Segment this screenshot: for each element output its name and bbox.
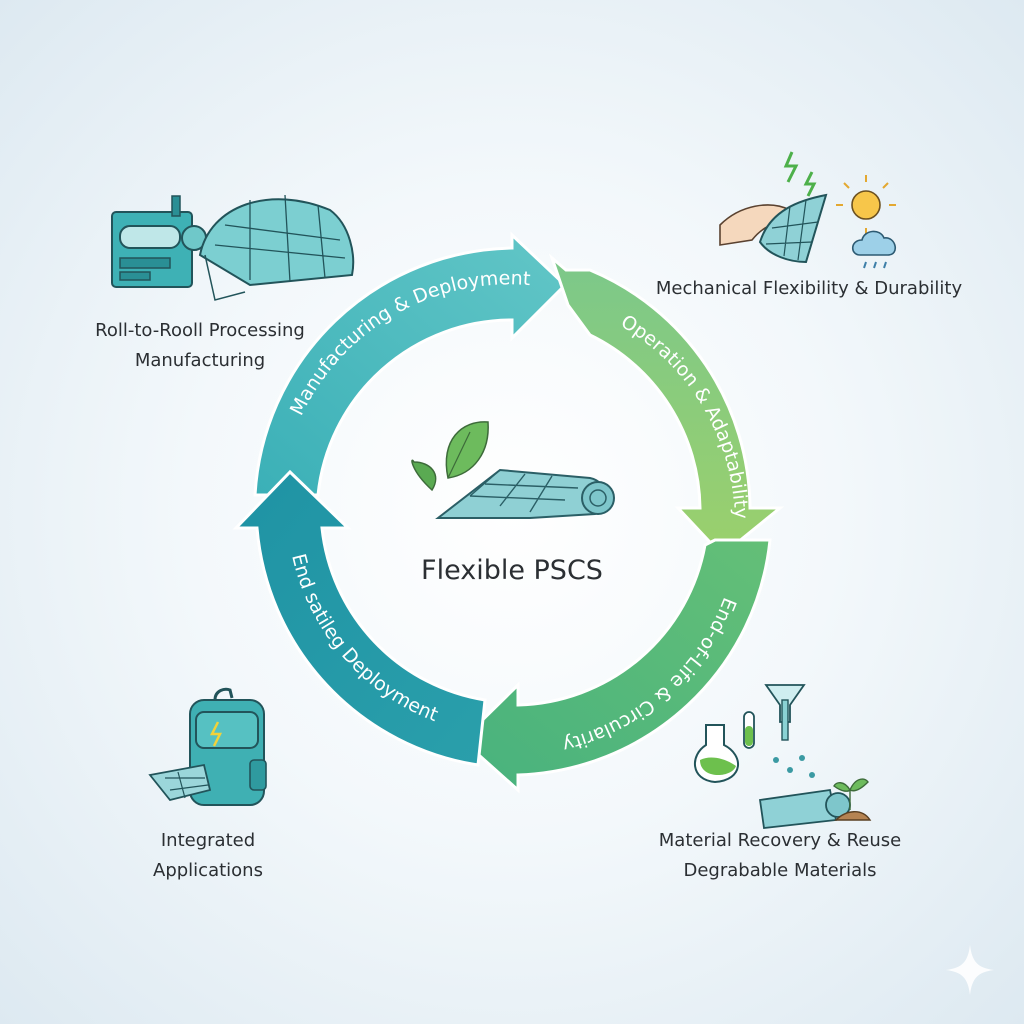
arrow-deployment <box>232 469 487 767</box>
solar-backpack-icon <box>148 687 267 806</box>
sparkle-icon <box>946 945 994 995</box>
flexible-panel-leaf-icon <box>411 421 615 519</box>
top-right-label-line1: Mechanical Flexibility & Durability <box>655 278 963 299</box>
cycle-ring <box>232 231 785 794</box>
top-left-label: Roll-to-Rooll Processing Manufacturing <box>40 316 360 376</box>
arrow-end-of-life <box>459 538 772 794</box>
flexing-panel-weather-icon <box>719 151 896 269</box>
roll-to-roll-machine-icon <box>111 194 355 301</box>
bottom-left-label: Integrated Applications <box>100 826 316 886</box>
center-title: Flexible PSCS <box>421 555 603 586</box>
top-left-label-line1: Roll-to-Rooll Processing <box>95 320 305 341</box>
top-right-label: Mechanical Flexibility & Durability <box>648 274 970 304</box>
bottom-right-label-line1: Material Recovery & Reuse <box>658 830 902 851</box>
bottom-left-label-line2: Applications <box>153 860 263 881</box>
top-left-label-line2: Manufacturing <box>134 350 266 371</box>
bottom-right-label-line2: Degrabable Materials <box>683 860 877 881</box>
arrow-manufacturing <box>253 231 568 497</box>
lab-recovery-icon <box>693 684 872 829</box>
arrow-operation <box>548 253 785 558</box>
bottom-right-label: Material Recovery & Reuse Degrabable Mat… <box>630 826 930 886</box>
bottom-left-label-line1: Integrated <box>160 830 256 851</box>
